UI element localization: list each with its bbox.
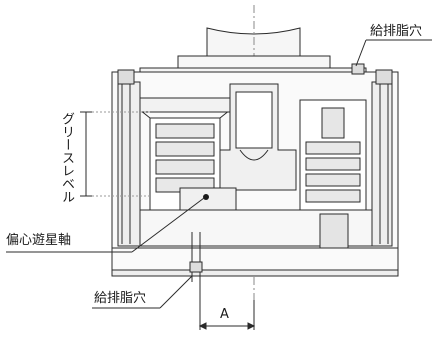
- housing-left-wall: [117, 81, 141, 247]
- leader-grease-hole-top: [355, 39, 367, 67]
- dimension-a: [198, 282, 256, 330]
- grease-level-bracket: [80, 111, 150, 197]
- label-dimension-a: A: [220, 307, 229, 322]
- left-bolt-head: [117, 69, 135, 85]
- label-grease-level: グリースレベル: [59, 112, 74, 203]
- eccentric-shaft-marker: [203, 194, 209, 200]
- housing-right-wall: [371, 81, 393, 247]
- label-grease-hole-top: 給排脂穴: [370, 24, 423, 39]
- right-bolt-head: [375, 69, 393, 85]
- label-eccentric-shaft: 偏心遊星軸: [6, 233, 72, 248]
- label-grease-hole-bottom: 給排脂穴: [94, 291, 147, 306]
